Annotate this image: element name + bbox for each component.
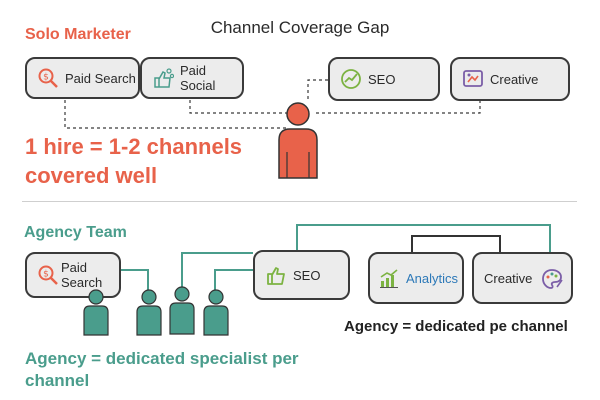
agency-person-icon xyxy=(203,289,229,336)
solo-section-heading: Solo Marketer xyxy=(25,26,131,43)
connector-solo-creative xyxy=(316,100,481,114)
connector-agency-seo-b xyxy=(214,269,253,294)
solo-card-creative: Creative xyxy=(450,57,570,101)
card-label: Paid Search xyxy=(65,70,136,86)
connector-solo-paid-search xyxy=(64,100,287,129)
connector-agency-creative xyxy=(296,224,551,252)
card-label: Analytics xyxy=(406,270,459,286)
solo-tagline-line-2: covered well xyxy=(25,163,158,188)
palette-icon xyxy=(540,267,564,289)
solo-tagline-line-1: 1 hire = 1-2 channels xyxy=(25,134,243,159)
solo-card-seo: SEO xyxy=(328,57,440,101)
agency-note: Agency = dedicated pe channel xyxy=(344,318,568,335)
card-label: Paid Social xyxy=(180,63,216,93)
agency-person-icon xyxy=(169,286,195,335)
agency-connectors xyxy=(120,224,551,294)
card-label: SEO xyxy=(368,71,396,87)
connector-agency-seo-a xyxy=(181,252,253,290)
connector-agency-paid-search xyxy=(120,269,149,294)
agency-card-creative: Creative xyxy=(472,252,573,304)
svg-text:$: $ xyxy=(43,73,49,83)
search-money-icon: $ xyxy=(37,67,59,89)
card-label: Paid Search xyxy=(61,260,103,290)
agency-person-icon xyxy=(83,289,109,336)
seo-chart-icon xyxy=(340,68,362,90)
agency-card-seo: SEO xyxy=(253,250,350,300)
analytics-chart-icon xyxy=(378,267,400,289)
solo-dashed-connectors xyxy=(64,79,481,129)
diagram-title: Channel Coverage Gap xyxy=(210,18,390,37)
thumbs-up-icon xyxy=(265,264,287,286)
card-label: SEO xyxy=(293,267,321,283)
agency-section-heading: Agency Team xyxy=(24,224,127,241)
solo-card-paid-social: Paid Social xyxy=(140,57,244,99)
solo-card-paid-search: $ Paid Search xyxy=(25,57,140,99)
connector-analytics-creative xyxy=(411,235,501,252)
creative-palette-icon xyxy=(462,68,484,90)
connector-solo-seo xyxy=(307,79,328,100)
card-label: Creative xyxy=(484,270,533,286)
social-network-icon xyxy=(152,67,174,89)
agency-tagline: Agency = dedicated specialist per channe… xyxy=(25,349,299,390)
agency-card-analytics: Analytics xyxy=(368,252,464,304)
search-money-icon: $ xyxy=(37,264,59,286)
card-label: Creative xyxy=(490,71,539,87)
svg-text:$: $ xyxy=(43,270,49,280)
agency-person-icon xyxy=(136,289,162,336)
solo-person-icon xyxy=(278,102,318,179)
section-divider xyxy=(22,201,577,202)
solo-tagline: 1 hire = 1-2 channels covered well xyxy=(25,132,242,190)
agency-card-paid-search: $ Paid Search xyxy=(25,252,121,298)
connector-solo-paid-social xyxy=(189,100,292,114)
